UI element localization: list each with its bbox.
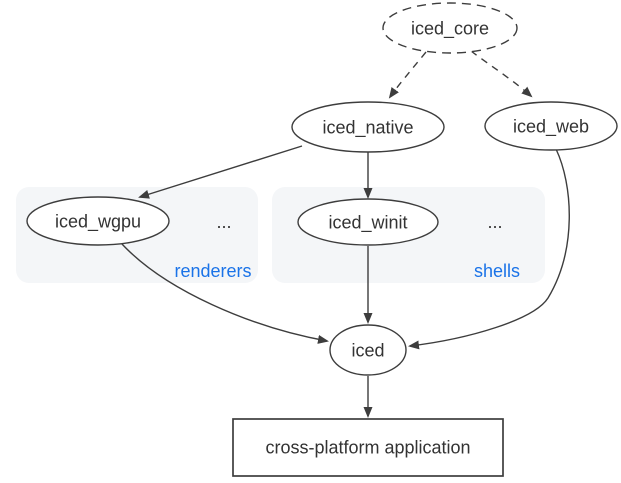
iced-winit-label: iced_winit bbox=[328, 213, 407, 234]
node-iced-native: iced_native bbox=[291, 101, 445, 153]
iced-winit-ellipse bbox=[297, 198, 439, 246]
edge-native-to-wgpu bbox=[138, 145, 303, 199]
iced-native-ellipse bbox=[291, 101, 445, 153]
edge-wgpu-to-iced bbox=[121, 243, 329, 344]
edge-core-to-native bbox=[388, 51, 427, 99]
node-iced-web: iced_web bbox=[484, 101, 618, 151]
edge-web-to-iced bbox=[408, 148, 570, 350]
renderers-cluster-label: renderers bbox=[174, 261, 251, 281]
node-iced-core: iced_core bbox=[382, 2, 518, 54]
iced-web-label: iced_web bbox=[513, 117, 589, 138]
iced-native-label: iced_native bbox=[322, 118, 413, 139]
node-iced-winit: iced_winit bbox=[297, 198, 439, 246]
edge-core-to-web bbox=[470, 50, 533, 98]
iced-ellipse bbox=[329, 324, 407, 376]
iced-web-ellipse bbox=[484, 101, 618, 151]
shells-ellipsis: ... bbox=[487, 212, 502, 232]
iced-wgpu-label: iced_wgpu bbox=[55, 212, 141, 233]
application-label: cross-platform application bbox=[265, 438, 470, 458]
iced-label: iced bbox=[351, 341, 384, 361]
node-iced: iced bbox=[329, 324, 407, 376]
iced-core-ellipse bbox=[382, 2, 518, 54]
iced-wgpu-ellipse bbox=[26, 196, 170, 246]
shells-cluster-label: shells bbox=[474, 261, 520, 281]
node-cross-platform-application: cross-platform application bbox=[232, 418, 504, 477]
iced-core-label: iced_core bbox=[411, 19, 489, 40]
renderers-ellipsis: ... bbox=[216, 212, 231, 232]
application-rect bbox=[232, 418, 504, 477]
node-iced-wgpu: iced_wgpu bbox=[26, 196, 170, 246]
